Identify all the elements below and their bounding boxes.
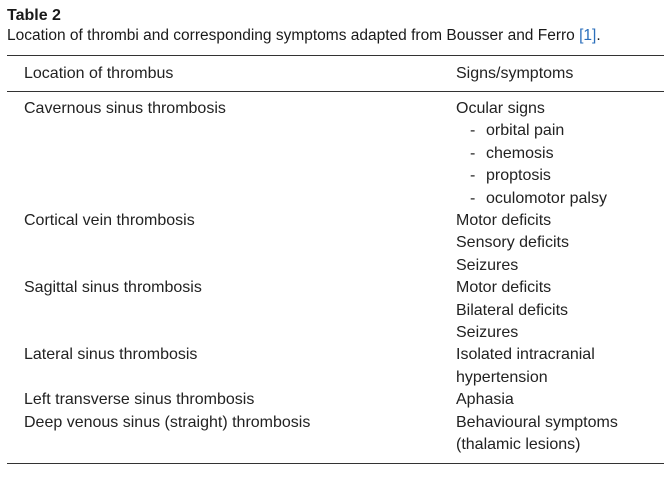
signs-cell: Isolated intracranial hypertension [456, 344, 664, 389]
location-cell: Deep venous sinus (straight) thrombosis [24, 413, 311, 431]
sign-item: Motor deficits [456, 279, 552, 297]
header-signs: Signs/symptoms [456, 64, 574, 82]
table-caption: Location of thrombi and corresponding sy… [7, 26, 664, 46]
dash-marker: - [470, 122, 476, 140]
sub-sign-text: proptosis [486, 167, 551, 185]
sign-item: Sensory deficits [456, 234, 569, 252]
location-cell: Cortical vein thrombosis [24, 212, 195, 230]
caption-text: Location of thrombi and corresponding sy… [7, 27, 580, 44]
signs-cell: Motor deficits Sensory deficits Seizures [456, 210, 664, 277]
sign-item: Motor deficits [456, 212, 552, 230]
signs-cell: Ocular signs -orbital pain -chemosis -pr… [456, 98, 664, 210]
sub-sign-text: orbital pain [486, 122, 565, 140]
dash-marker: - [470, 189, 476, 207]
sign-item: Isolated intracranial [456, 346, 595, 364]
sub-sign-item: -chemosis [456, 143, 664, 165]
caption-end: . [596, 27, 601, 44]
location-cell: Cavernous sinus thrombosis [24, 100, 226, 117]
table-row: Left transverse sinus thrombosis Aphasia [7, 389, 664, 411]
table-row: Sagittal sinus thrombosis Motor deficits… [7, 277, 664, 344]
table-row: Deep venous sinus (straight) thrombosis … [7, 412, 664, 457]
table-row: Cortical vein thrombosis Motor deficits … [7, 210, 664, 277]
header-location: Location of thrombus [24, 64, 174, 82]
dash-marker: - [470, 144, 476, 162]
location-cell: Left transverse sinus thrombosis [24, 391, 255, 409]
sign-item: Bilateral deficits [456, 301, 569, 319]
sign-item: Behavioural symptoms [456, 413, 618, 431]
signs-cell: Behavioural symptoms (thalamic lesions) [456, 412, 664, 457]
dash-marker: - [470, 167, 476, 185]
sub-sign-item: -orbital pain [456, 120, 664, 142]
sign-item: Ocular signs [456, 100, 545, 117]
sub-sign-text: chemosis [486, 144, 554, 162]
table-container: Table 2 Location of thrombi and correspo… [7, 6, 664, 464]
signs-cell: Motor deficits Bilateral deficits Seizur… [456, 277, 664, 344]
table-row: Cavernous sinus thrombosis Ocular signs … [7, 98, 664, 210]
sign-item: Aphasia [456, 391, 514, 409]
table-header-row: Location of thrombus Signs/symptoms [7, 56, 664, 92]
sign-item: Seizures [456, 256, 519, 274]
signs-cell: Aphasia [456, 389, 664, 411]
table-row: Lateral sinus thrombosis Isolated intrac… [7, 344, 664, 389]
table-body: Cavernous sinus thrombosis Ocular signs … [7, 92, 664, 464]
location-cell: Sagittal sinus thrombosis [24, 279, 202, 297]
sub-sign-text: oculomotor palsy [486, 189, 607, 207]
sub-sign-item: -oculomotor palsy [456, 188, 664, 210]
table-title: Table 2 [7, 7, 61, 24]
sub-sign-item: -proptosis [456, 165, 664, 187]
sign-item: hypertension [456, 368, 548, 386]
table-top-rule [7, 55, 664, 56]
sign-item: Seizures [456, 324, 519, 342]
reference-link[interactable]: [1] [579, 27, 597, 44]
sign-item: (thalamic lesions) [456, 436, 581, 454]
location-cell: Lateral sinus thrombosis [24, 346, 198, 364]
